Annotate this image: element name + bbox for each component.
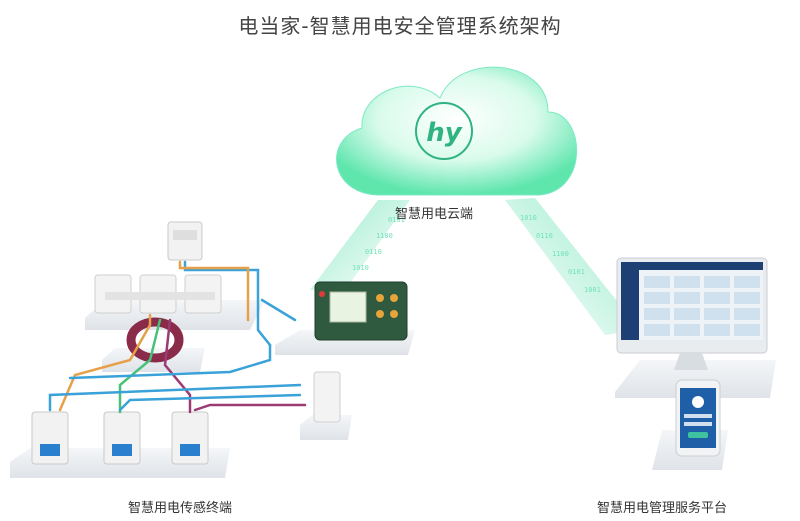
controller-button-red	[319, 291, 325, 297]
sensor-terminal-node	[10, 221, 352, 478]
controller-knob-2	[390, 294, 398, 302]
monitor-platform	[615, 360, 776, 398]
svg-text:0110: 0110	[536, 232, 553, 240]
controller-node	[275, 281, 415, 355]
svg-text:1001: 1001	[584, 286, 601, 294]
sensor-terminal-label: 智慧用电传感终端	[128, 501, 233, 516]
cloud-label: 智慧用电云端	[395, 207, 474, 222]
svg-text:0110: 0110	[365, 248, 382, 256]
monitor-sidebar	[621, 270, 639, 340]
wiring	[48, 260, 307, 414]
svg-text:0101: 0101	[568, 268, 585, 276]
bottom-breakers	[31, 411, 209, 465]
diagram-title: 电当家-智慧用电安全管理系统架构	[238, 14, 562, 38]
dashboard-tiles	[644, 276, 760, 336]
controller-knob-3	[376, 310, 384, 318]
service-platform-node	[615, 257, 776, 470]
svg-text:1010: 1010	[352, 264, 369, 272]
binary-stream-left: 0101 1100 0110 1010	[352, 216, 405, 272]
leakage-ring	[126, 317, 184, 363]
controller-screen	[329, 291, 367, 323]
service-platform-label: 智慧用电管理服务平台	[597, 501, 728, 516]
binary-stream-right: 1010 0110 1100 0101 1001	[520, 214, 601, 294]
current-transformers	[94, 274, 222, 314]
top-breaker	[167, 221, 203, 261]
monitor-stand	[674, 353, 708, 370]
svg-text:1100: 1100	[552, 250, 569, 258]
cloud-shape	[336, 66, 578, 196]
svg-text:1010: 1010	[520, 214, 537, 222]
svg-text:1100: 1100	[376, 232, 393, 240]
temperature-sensor-block	[313, 371, 341, 423]
cloud-node: hy	[336, 66, 578, 196]
monitor-header	[621, 262, 763, 270]
phone-app-logo	[692, 396, 704, 408]
cloud-logo-circle	[415, 102, 473, 160]
beam-to-controller	[310, 200, 410, 290]
svg-text:0101: 0101	[388, 216, 405, 224]
controller-knob-4	[390, 310, 398, 318]
controller-knob-1	[376, 294, 384, 302]
cloud-logo-icon: hy	[426, 118, 463, 148]
beam-to-platform	[505, 198, 640, 335]
cloud-beams: 0101 1100 0110 1010 1010 0110 1100 0101 1001	[310, 198, 640, 335]
